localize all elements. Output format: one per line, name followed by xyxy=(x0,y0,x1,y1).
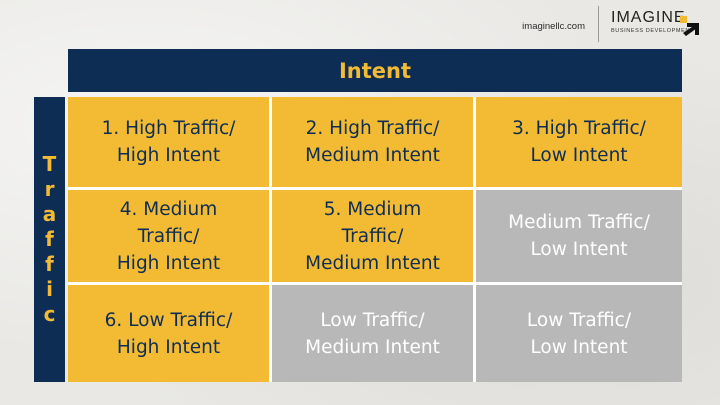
logo-wordmark: IMAGINE xyxy=(611,9,686,26)
cell-line: Low Traffic/ xyxy=(526,309,632,331)
cell-line: Low Intent xyxy=(530,336,628,358)
cell-line: 6. Low Traffic/ xyxy=(104,309,233,331)
cell-line: 5. Medium xyxy=(323,198,422,220)
logo-divider xyxy=(598,6,599,42)
matrix-cell: 1. High Traffic/High Intent xyxy=(68,97,272,190)
arrow-logo-icon xyxy=(680,16,699,36)
cell-line: High Intent xyxy=(116,336,221,358)
logo-tagline: BUSINESS DEVELOPMENT xyxy=(611,28,694,34)
matrix-cell: 3. High Traffic/Low Intent xyxy=(476,97,682,190)
cell-line: Medium Traffic/ xyxy=(508,212,650,233)
cell-line: Medium Intent xyxy=(305,252,440,274)
cell-line: 1. High Traffic/ xyxy=(101,118,236,139)
cell-line: Low Intent xyxy=(530,145,628,166)
cell-line: Low Traffic/ xyxy=(320,309,425,331)
cell-line: High Intent xyxy=(116,252,221,274)
matrix-cell: Medium Traffic/Low Intent xyxy=(476,190,682,285)
row-header-letter: i xyxy=(46,277,53,301)
cell-line: High Intent xyxy=(116,145,221,166)
column-header-intent: Intent xyxy=(68,49,682,92)
traffic-intent-matrix: 1. High Traffic/High Intent 2. High Traf… xyxy=(68,97,682,382)
row-header-letter: f xyxy=(45,252,54,276)
matrix-cell: 2. High Traffic/Medium Intent xyxy=(272,97,476,190)
cell-line: Low Intent xyxy=(530,239,628,260)
row-header-letter: c xyxy=(43,302,56,326)
row-header-letter: T xyxy=(42,152,57,176)
brand-logo: IMAGINE BUSINESS DEVELOPMENT xyxy=(611,9,694,35)
matrix-cell: 6. Low Traffic/High Intent xyxy=(68,285,272,382)
cell-line: 4. Medium xyxy=(119,198,218,220)
cell-line: 3. High Traffic/ xyxy=(512,118,646,139)
cell-line: Medium Intent xyxy=(305,145,440,166)
cell-line: 2. High Traffic/ xyxy=(305,118,440,139)
matrix-cell: Low Traffic/Low Intent xyxy=(476,285,682,382)
row-header-letter: a xyxy=(42,202,57,226)
row-header-letter: f xyxy=(45,227,54,251)
site-url: imaginellc.com xyxy=(522,21,585,32)
row-header-letter: r xyxy=(44,177,55,201)
cell-line: Traffic/ xyxy=(137,225,200,247)
row-header-traffic: T r a f f i c xyxy=(34,97,65,382)
cell-line: Medium Intent xyxy=(305,336,440,358)
matrix-cell: Low Traffic/Medium Intent xyxy=(272,285,476,382)
cell-line: Traffic/ xyxy=(341,225,404,247)
